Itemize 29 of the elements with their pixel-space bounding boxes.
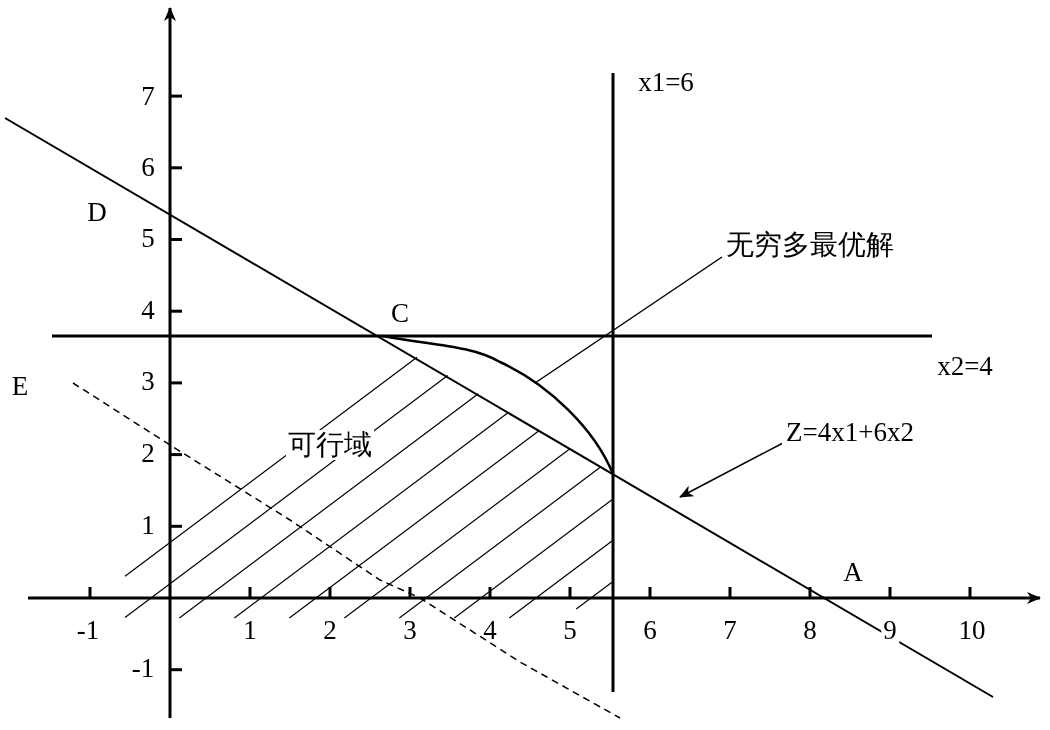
tick-label: 2: [141, 439, 155, 467]
point-label: A: [843, 558, 863, 586]
tick-label: 8: [803, 616, 817, 644]
callout-text: Z=4x1+6x2: [786, 418, 914, 446]
arrow: [679, 442, 783, 498]
tick-label: 6: [141, 153, 155, 181]
tick-label: 1: [141, 511, 155, 539]
tick-label: 5: [141, 224, 155, 252]
line-label: x2=4: [937, 352, 993, 380]
tick-label: 7: [723, 616, 737, 644]
tick-label: -1: [131, 654, 155, 682]
tick-label: -1: [76, 616, 100, 644]
tick-label: 5: [563, 616, 577, 644]
tick-label: 4: [141, 296, 155, 324]
point-label: D: [87, 198, 107, 226]
tick-label: 3: [403, 616, 417, 644]
tick-label: 6: [643, 616, 657, 644]
tick-label: 1: [243, 616, 257, 644]
tick-label: 2: [323, 616, 337, 644]
tick-label: 10: [958, 616, 986, 644]
callout-text: 无穷多最优解: [726, 231, 894, 259]
point-label: C: [391, 299, 409, 327]
tick-label: 4: [483, 616, 497, 644]
leader-line: [534, 256, 723, 384]
region-label: 可行域: [286, 430, 374, 460]
tick-label: 3: [141, 367, 155, 395]
tick-label: 7: [141, 82, 155, 110]
point-label: E: [11, 372, 29, 400]
line-label: x1=6: [638, 68, 694, 96]
